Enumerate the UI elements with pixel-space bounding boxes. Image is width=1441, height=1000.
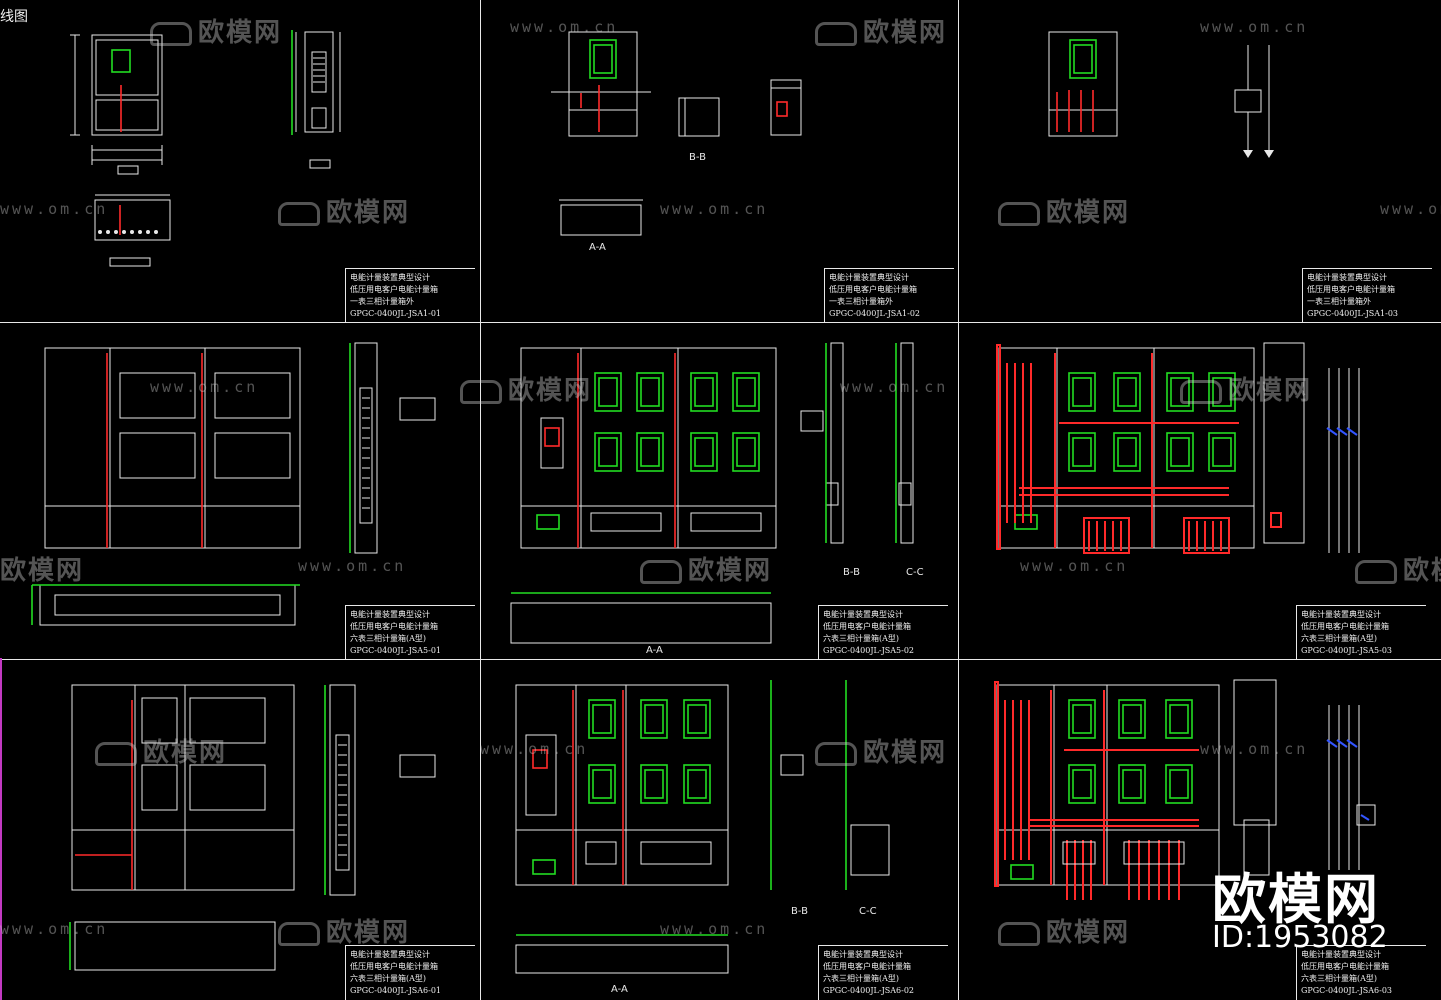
title-block-line: 低压用电客户电能计量箱 [1307, 285, 1395, 294]
cabinet-drawing-5: B-B C-C A-A [510, 342, 924, 656]
section-label: C-C [906, 567, 924, 578]
drawing-panel-3 [959, 0, 1441, 322]
grid-divider [958, 0, 959, 1000]
title-block-line: 一表三相计量箱外 [1307, 297, 1371, 306]
title-block-line: 电能计量装置典型设计 [350, 950, 430, 959]
title-block: 电能计量装置典型设计 低压用电客户电能计量箱 六表三相计量箱(A型) GPGC-… [345, 605, 475, 660]
drawing-code: GPGC-0400JL-JSA5-03 [1301, 646, 1393, 655]
title-block-line: 六表三相计量箱(A型) [1301, 974, 1378, 983]
title-block: 电能计量装置典型设计 低压用电客户电能计量箱 六表三相计量箱(A型) GPGC-… [345, 945, 475, 1000]
drawing-panel-6 [959, 323, 1441, 659]
section-label: A-A [589, 242, 606, 253]
section-label: B-B [689, 152, 706, 163]
grid-divider [480, 0, 481, 1000]
title-block-line: 低压用电客户电能计量箱 [350, 962, 438, 971]
drawing-code: GPGC-0400JL-JSA1-01 [350, 309, 442, 318]
drawing-code: GPGC-0400JL-JSA6-03 [1301, 986, 1393, 995]
brand-logo-text: 欧模网 [1212, 868, 1380, 931]
meter-array [511, 343, 897, 594]
drawing-panel-9 [959, 660, 1441, 1000]
title-block-line: 低压用电客户电能计量箱 [829, 285, 917, 294]
title-block-line: 电能计量装置典型设计 [829, 273, 909, 282]
grid-divider [0, 659, 1441, 660]
drawing-panel-8: B-B C-C A-A [481, 660, 958, 1000]
title-block-line: 六表三相计量箱(A型) [1301, 634, 1378, 643]
asset-id: ID:1953082 [1212, 920, 1388, 955]
title-block: 电能计量装置典型设计 低压用电客户电能计量箱 一表三相计量箱外 GPGC-040… [1302, 268, 1432, 323]
drawing-code: GPGC-0400JL-JSA6-01 [350, 986, 442, 995]
title-block: 电能计量装置典型设计 低压用电客户电能计量箱 六表三相计量箱(A型) GPGC-… [818, 945, 948, 1000]
cabinet-drawing-3 [1048, 31, 1274, 158]
drawing-panel-4 [0, 323, 480, 659]
section-label: A-A [611, 984, 628, 995]
title-block: 电能计量装置典型设计 低压用电客户电能计量箱 六表三相计量箱(A型) GPGC-… [1296, 945, 1426, 1000]
drawing-code: GPGC-0400JL-JSA5-02 [823, 646, 915, 655]
title-block: 电能计量装置典型设计 低压用电客户电能计量箱 六表三相计量箱(A型) GPGC-… [818, 605, 948, 660]
grid-divider [0, 322, 1441, 323]
wiring-drawing-6 [996, 342, 1360, 554]
drawing-panel-1 [0, 0, 480, 322]
title-block-line: 一表三相计量箱外 [829, 297, 893, 306]
drawing-panel-5: B-B C-C A-A [481, 323, 958, 659]
title-block-line: 电能计量装置典型设计 [1301, 610, 1381, 619]
cabinet-drawing-8: B-B C-C A-A [515, 680, 890, 995]
drawing-code: GPGC-0400JL-JSA5-01 [350, 646, 442, 655]
drawing-code: GPGC-0400JL-JSA6-02 [823, 986, 915, 995]
title-block-line: 低压用电客户电能计量箱 [1301, 622, 1389, 631]
title-block-line: 六表三相计量箱(A型) [350, 974, 427, 983]
title-block-line: 六表三相计量箱(A型) [823, 974, 900, 983]
title-block-line: 电能计量装置典型设计 [350, 273, 430, 282]
section-label: C-C [859, 906, 877, 917]
wiring-drawing-9 [994, 679, 1376, 900]
section-label: B-B [843, 567, 860, 578]
drawing-panel-2: B-B A-A [481, 0, 958, 322]
title-block-line: 低压用电客户电能计量箱 [823, 622, 911, 631]
title-block-line: 电能计量装置典型设计 [350, 610, 430, 619]
title-block-line: 低压用电客户电能计量箱 [1301, 962, 1389, 971]
title-block-line: 电能计量装置典型设计 [823, 950, 903, 959]
drawing-panel-7 [0, 660, 480, 1000]
title-block-line: 电能计量装置典型设计 [823, 610, 903, 619]
drawing-code: GPGC-0400JL-JSA1-03 [1307, 309, 1399, 318]
cabinet-drawing-1 [70, 30, 341, 267]
cabinet-drawing-4 [31, 342, 436, 626]
title-block-line: 六表三相计量箱(A型) [350, 634, 427, 643]
title-block: 电能计量装置典型设计 低压用电客户电能计量箱 六表三相计量箱(A型) GPGC-… [1296, 605, 1426, 660]
viewport-edge-marker [0, 658, 2, 1000]
drawing-code: GPGC-0400JL-JSA1-02 [829, 309, 921, 318]
title-block-line: 电能计量装置典型设计 [1301, 950, 1381, 959]
section-label: B-B [791, 906, 808, 917]
title-block-line: 六表三相计量箱(A型) [823, 634, 900, 643]
section-label: A-A [646, 645, 663, 656]
title-block: 电能计量装置典型设计 低压用电客户电能计量箱 一表三相计量箱外 GPGC-040… [824, 268, 954, 323]
drawing-tab-label: 线图 [0, 9, 28, 25]
title-block-line: 低压用电客户电能计量箱 [350, 285, 438, 294]
title-block-line: 低压用电客户电能计量箱 [350, 622, 438, 631]
title-block-line: 电能计量装置典型设计 [1307, 273, 1387, 282]
title-block-line: 一表三相计量箱外 [350, 297, 414, 306]
title-block-line: 低压用电客户电能计量箱 [823, 962, 911, 971]
cabinet-drawing-7 [69, 684, 436, 971]
title-block: 电能计量装置典型设计 低压用电客户电能计量箱 一表三相计量箱外 GPGC-040… [345, 268, 475, 323]
cabinet-drawing-2: B-B A-A [551, 31, 802, 253]
